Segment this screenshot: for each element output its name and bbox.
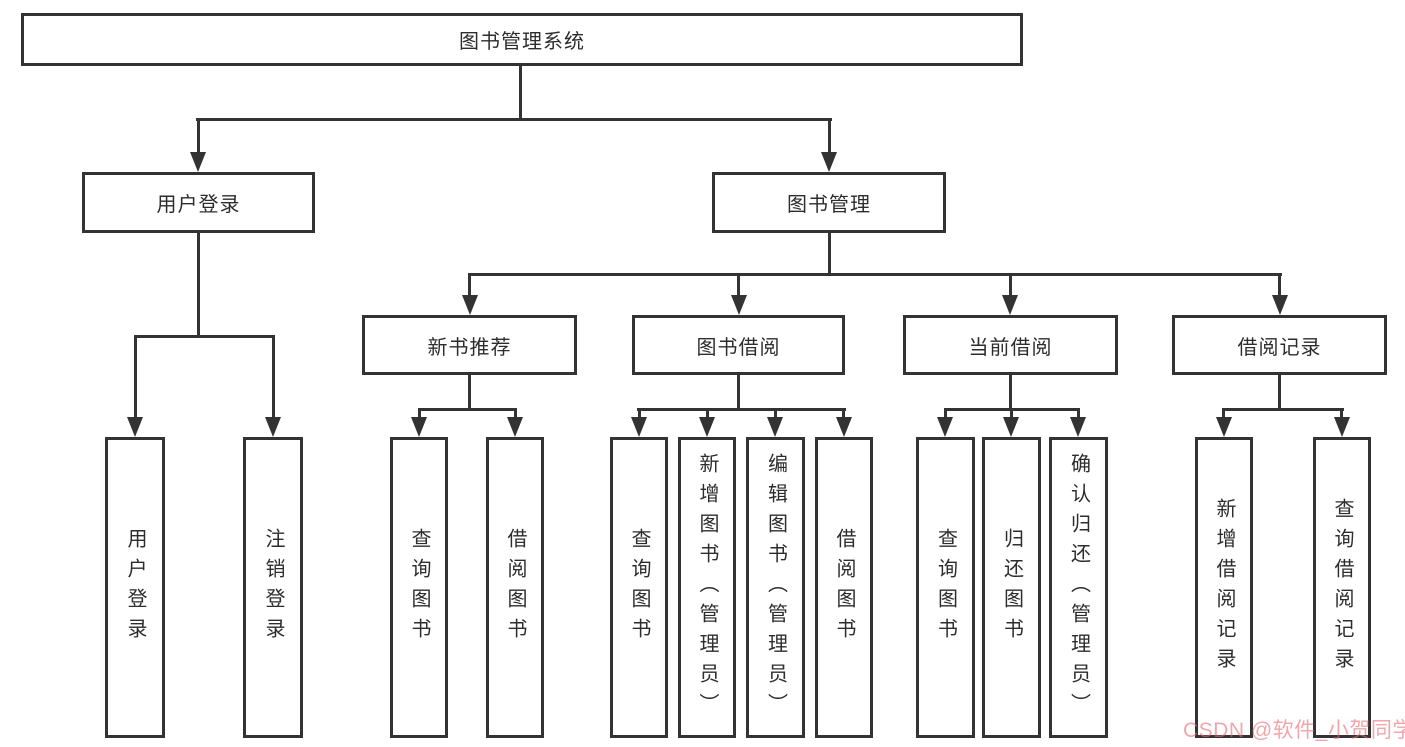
leaf-query-borrow-record: 查询借阅记录: [1313, 437, 1371, 738]
connector-vline: [706, 408, 709, 422]
arrow-down-icon: [631, 417, 647, 437]
node-label: 当前借阅: [968, 336, 1053, 359]
connector-vline: [1278, 375, 1281, 411]
arrow-down-icon: [507, 417, 523, 437]
node-label: 新增图书（管理员）: [696, 452, 718, 723]
connector-vline: [774, 408, 777, 422]
connector-vline: [638, 408, 641, 422]
node-borrow-records: 借阅记录: [1172, 315, 1387, 375]
arrow-down-icon: [1003, 417, 1019, 437]
leaf-return-book: 归还图书: [982, 437, 1041, 738]
connector-vline: [519, 66, 522, 120]
connector-hline: [1223, 408, 1344, 411]
node-label: 图书借阅: [696, 336, 781, 359]
connector-hline: [196, 118, 832, 121]
connector-vline: [1010, 408, 1013, 422]
connector-hline: [418, 408, 517, 411]
node-label: 查询图书: [628, 527, 650, 648]
connector-vline: [737, 375, 740, 411]
connector-vline: [1340, 408, 1343, 422]
arrow-down-icon: [937, 417, 953, 437]
node-label: 借阅图书: [504, 527, 526, 648]
leaf-borrow-book-2: 借阅图书: [815, 437, 873, 738]
connector-vline: [272, 335, 275, 420]
arrow-down-icon: [265, 417, 281, 437]
connector-hline: [469, 273, 1282, 276]
leaf-add-borrow-record: 新增借阅记录: [1195, 437, 1253, 738]
arrow-down-icon: [1334, 417, 1350, 437]
arrow-down-icon: [462, 295, 478, 315]
node-label: 图书管理: [787, 194, 871, 216]
connector-vline: [737, 273, 740, 299]
node-root: 图书管理系统: [21, 13, 1023, 66]
connector-vline: [842, 408, 845, 422]
connector-vline: [828, 118, 831, 155]
node-label: 编辑图书（管理员）: [764, 452, 787, 723]
connector-hline: [134, 335, 274, 338]
connector-vline: [944, 408, 947, 422]
connector-vline: [828, 233, 831, 275]
leaf-confirm-return-admin: 确认归还（管理员）: [1049, 437, 1108, 738]
connector-vline: [1077, 408, 1080, 422]
leaf-borrow-book-1: 借阅图书: [486, 437, 544, 738]
connector-vline: [197, 233, 200, 338]
arrow-down-icon: [1272, 295, 1288, 315]
connector-vline: [197, 118, 200, 155]
leaf-query-book-1: 查询图书: [390, 437, 448, 738]
node-label: 查询图书: [934, 527, 957, 648]
node-label: 新书推荐: [427, 336, 512, 359]
node-label: 查询图书: [408, 527, 430, 648]
connector-vline: [1278, 273, 1281, 299]
connector-vline: [134, 335, 137, 420]
node-label: 借阅图书: [833, 527, 855, 648]
node-label: 新增借阅记录: [1213, 497, 1235, 678]
node-label: 注销登录: [262, 527, 284, 648]
arrow-down-icon: [1070, 417, 1086, 437]
node-book-borrow: 图书借阅: [632, 315, 845, 375]
node-label: 归还图书: [1000, 527, 1023, 648]
arrow-down-icon: [699, 417, 715, 437]
arrow-down-icon: [190, 152, 206, 172]
node-book-management: 图书管理: [712, 172, 946, 233]
node-new-book-recommend: 新书推荐: [362, 315, 577, 375]
node-label: 借阅记录: [1237, 336, 1322, 359]
node-label: 确认归还（管理员）: [1067, 452, 1090, 723]
leaf-logout: 注销登录: [243, 437, 303, 738]
connector-vline: [1009, 375, 1012, 411]
leaf-add-book-admin: 新增图书（管理员）: [678, 437, 736, 738]
leaf-user-login: 用户登录: [105, 437, 165, 738]
connector-vline: [468, 375, 471, 411]
arrow-down-icon: [836, 417, 852, 437]
arrow-down-icon: [731, 295, 747, 315]
node-user-login: 用户登录: [82, 172, 315, 233]
connector-vline: [1222, 408, 1225, 422]
connector-vline: [468, 273, 471, 299]
arrow-down-icon: [767, 417, 783, 437]
leaf-query-book-3: 查询图书: [916, 437, 975, 738]
connector-vline: [514, 408, 517, 422]
node-label: 用户登录: [156, 194, 241, 216]
arrow-down-icon: [1216, 417, 1232, 437]
watermark: CSDN @软件_小贺同学: [1183, 719, 1405, 742]
connector-vline: [1009, 273, 1012, 299]
arrow-down-icon: [821, 152, 837, 172]
leaf-edit-book-admin: 编辑图书（管理员）: [746, 437, 805, 738]
arrow-down-icon: [411, 417, 427, 437]
connector-vline: [418, 408, 421, 422]
arrow-down-icon: [1002, 295, 1018, 315]
leaf-query-book-2: 查询图书: [610, 437, 668, 738]
node-current-borrow: 当前借阅: [903, 315, 1118, 375]
node-label: 查询借阅记录: [1331, 497, 1353, 678]
arrow-down-icon: [127, 417, 143, 437]
node-label: 图书管理系统: [459, 31, 585, 53]
connector-hline: [637, 408, 846, 411]
node-label: 用户登录: [124, 527, 146, 648]
